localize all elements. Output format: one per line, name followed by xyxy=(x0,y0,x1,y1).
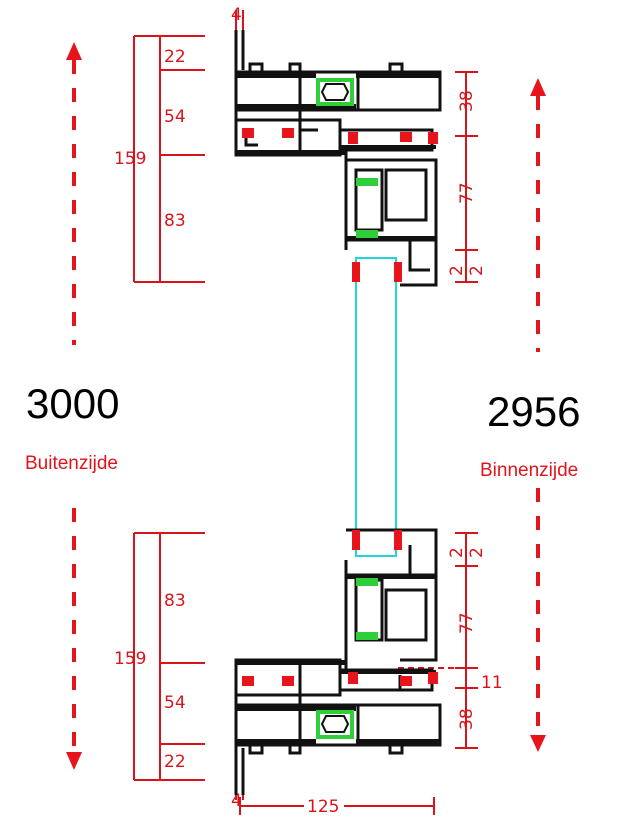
bottom-gaskets xyxy=(242,530,438,686)
dim-right-bottom-e: 11 xyxy=(481,673,503,693)
dim-bottom-total: 159 xyxy=(114,649,146,669)
dim-right-top-d: 2 xyxy=(467,265,487,276)
dim-top-a: 22 xyxy=(164,47,186,67)
bottom-profile-fill xyxy=(236,575,440,745)
dim-right-bottom-c: 2 xyxy=(447,547,467,558)
left-side-label: Buitenzijde xyxy=(25,453,118,474)
top-glazing-bead xyxy=(316,78,378,238)
arrow-up-icon xyxy=(66,42,82,60)
right-dashed-arrow xyxy=(530,78,546,752)
bottom-glazing-bead xyxy=(316,578,378,739)
arrow-down-icon xyxy=(530,735,546,752)
top-profile-fill xyxy=(236,72,440,240)
top-gaskets xyxy=(242,128,438,282)
dim-bottom-width: 125 xyxy=(307,797,339,817)
dim-bottom-c: 22 xyxy=(164,752,186,772)
right-total-value: 2956 xyxy=(487,388,581,435)
arrow-up-icon xyxy=(530,78,546,96)
right-side-label: Binnenzijde xyxy=(480,460,579,481)
dim-right-top-b: 77 xyxy=(457,182,477,204)
left-dashed-arrow xyxy=(66,42,82,770)
dim-right-bottom-d: 2 xyxy=(467,547,487,558)
top-profile xyxy=(234,30,442,287)
dim-top-b: 54 xyxy=(164,107,186,127)
top-right-dimension-lines xyxy=(455,71,478,283)
dim-top-total: 159 xyxy=(114,149,146,169)
left-total-value: 3000 xyxy=(26,380,120,427)
dim-bottom-gap: 4 xyxy=(231,791,242,811)
dim-right-top-a: 38 xyxy=(457,90,477,112)
dim-bottom-a: 83 xyxy=(164,591,186,611)
glass-pane xyxy=(355,257,397,557)
dim-bottom-b: 54 xyxy=(164,693,186,713)
bottom-left-dimension-lines xyxy=(133,532,244,800)
dim-right-top-c: 2 xyxy=(447,265,467,276)
dim-top-c: 83 xyxy=(164,211,186,231)
dim-top-gap: 4 xyxy=(231,5,242,25)
dim-right-bottom-b: 77 xyxy=(457,612,477,634)
bottom-right-dimension-lines xyxy=(398,532,478,749)
dim-right-bottom-a: 38 xyxy=(457,708,477,730)
arrow-down-icon xyxy=(66,752,82,770)
top-left-dimension-lines xyxy=(133,10,244,283)
